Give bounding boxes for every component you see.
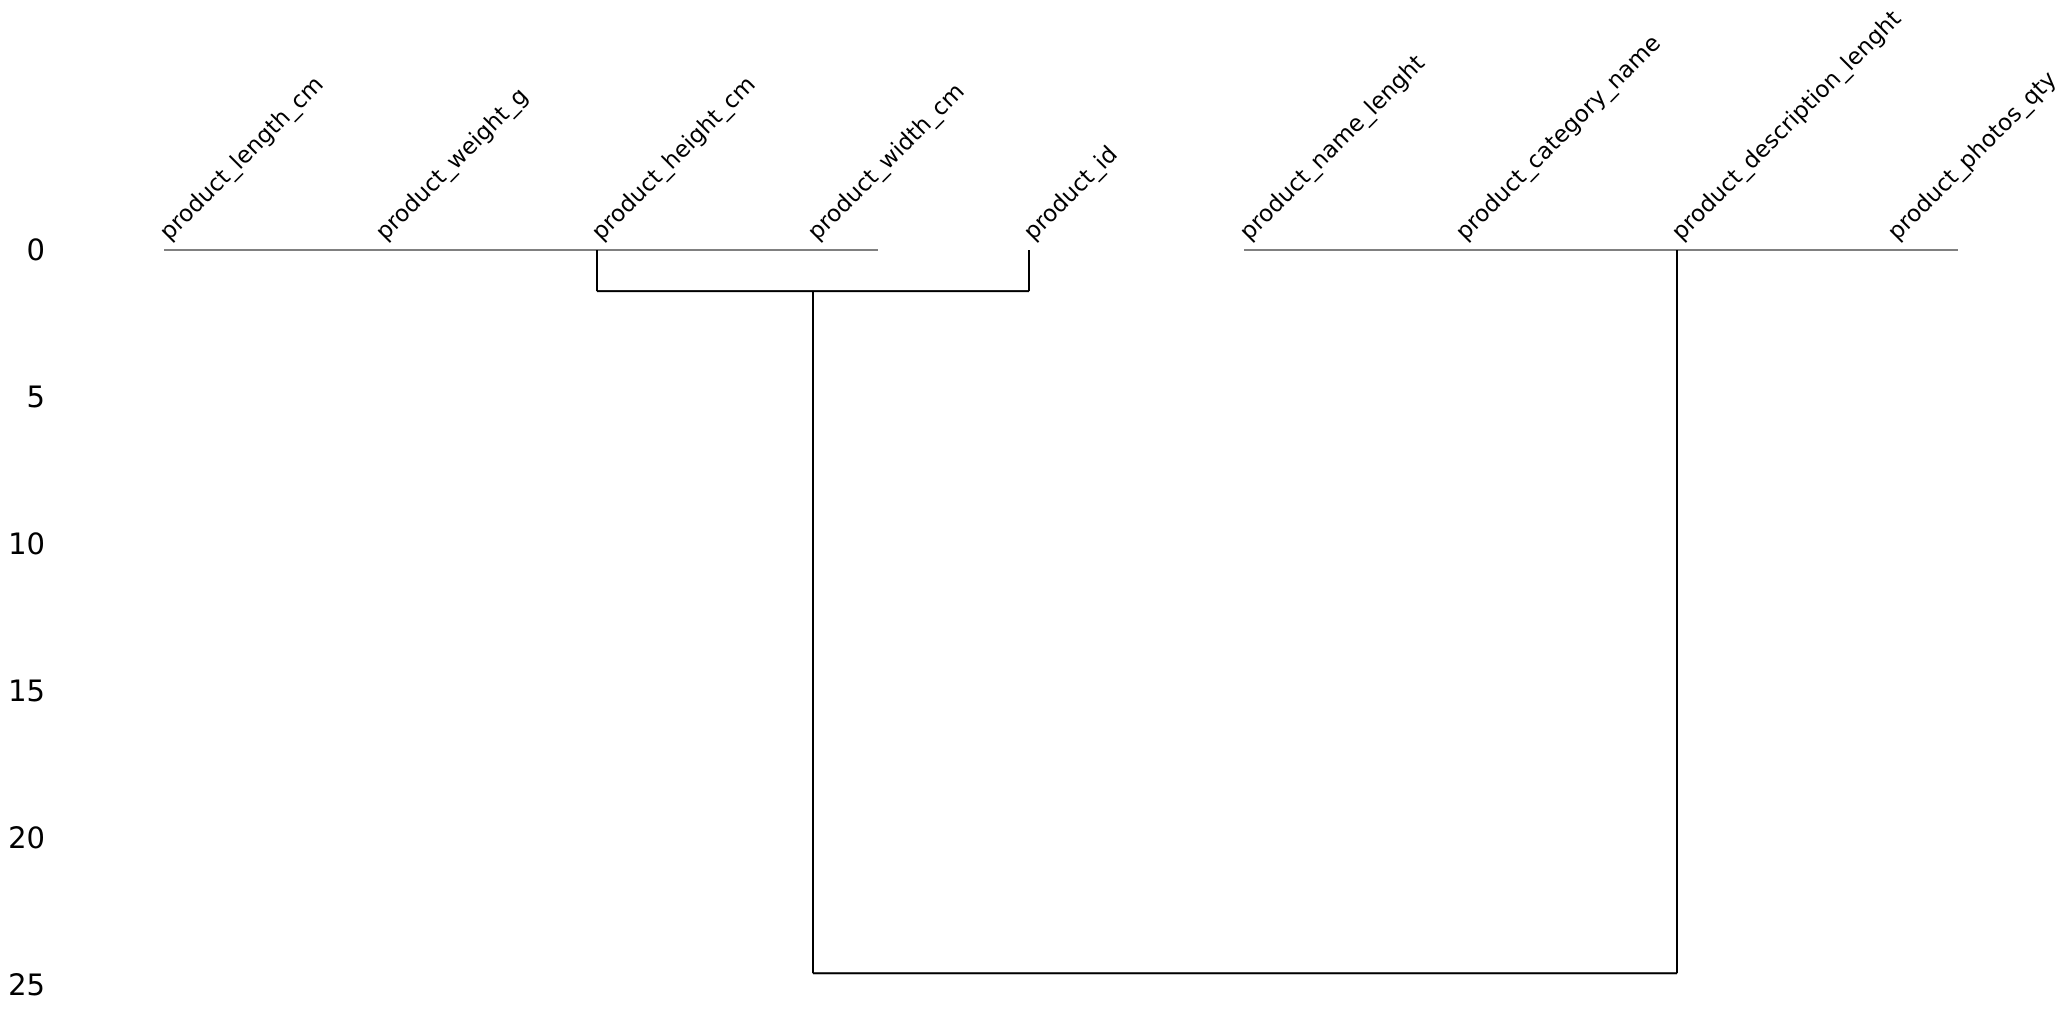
y-tick-label-15: 15 — [8, 674, 45, 708]
y-tick-label-5: 5 — [27, 380, 45, 414]
leaf-label-product-height-cm: product_height_cm — [587, 71, 761, 245]
leaf-label-product-name-lenght: product_name_lenght — [1235, 50, 1430, 245]
y-tick-label-25: 25 — [8, 968, 45, 1002]
y-tick-label-10: 10 — [8, 527, 45, 561]
y-axis: 0 5 10 15 20 25 — [8, 233, 45, 1002]
leaf-labels: product_length_cm product_weight_g produ… — [155, 6, 2062, 245]
leaf-label-product-width-cm: product_width_cm — [803, 78, 970, 245]
leaf-label-product-id: product_id — [1019, 141, 1123, 245]
leaf-label-product-category-name: product_category_name — [1451, 30, 1666, 245]
leaf-label-product-description-lenght: product_description_lenght — [1667, 6, 1906, 245]
leaf-label-product-photos-qty: product_photos_qty — [1883, 66, 2062, 245]
dendrogram-links — [164, 249, 1958, 975]
y-tick-label-20: 20 — [8, 821, 45, 855]
leaf-label-product-length-cm: product_length_cm — [155, 71, 329, 245]
y-tick-label-0: 0 — [27, 233, 45, 267]
leaf-label-product-weight-g: product_weight_g — [371, 83, 533, 245]
